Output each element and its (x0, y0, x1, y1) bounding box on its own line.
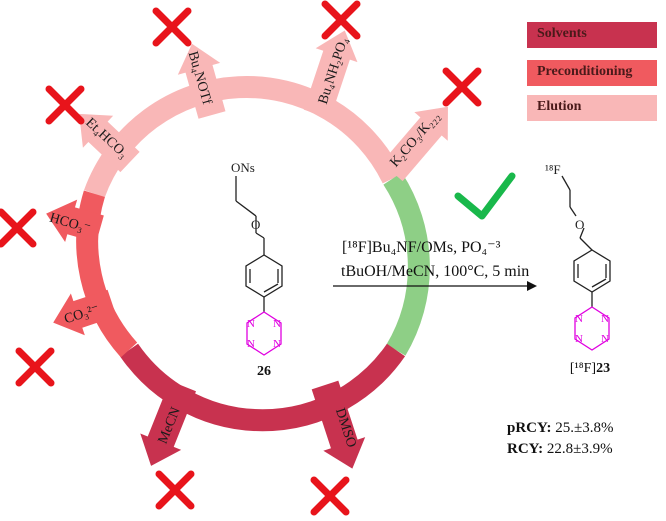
cross-icon (321, 0, 361, 40)
arrow-dmso (311, 380, 366, 469)
compound-26-oxygen: O (251, 217, 260, 232)
tetrazine-n: N (601, 313, 609, 325)
legend-preconditioning-label: Preconditioning (537, 64, 633, 79)
result-rcy-value: 22.8±3.9% (543, 441, 613, 457)
reaction-reagents: [¹⁸F]Bu₄NF/OMs, PO₄⁻³ (342, 239, 501, 256)
compound-26-tetrazine (246, 311, 282, 356)
result-prcy: pRCY: 25.±3.8% (507, 420, 613, 437)
result-prcy-label: pRCY: (507, 420, 552, 436)
cross-icon (45, 85, 85, 125)
compound-23-label: [¹⁸F]23 (570, 361, 610, 376)
compound-26-structure (235, 176, 283, 312)
result-rcy-label: RCY: (507, 441, 544, 457)
tetrazine-n: N (575, 313, 583, 325)
cross-icon (310, 476, 350, 516)
ring-segment-success (383, 172, 430, 356)
cross-icon (152, 7, 192, 47)
compound-26-label: 26 (257, 364, 271, 379)
cross-icon (0, 208, 37, 248)
compound-23-tetrazine (574, 306, 610, 351)
ring-segment-solvents (119, 343, 406, 432)
arrow-bu4notf (177, 43, 226, 119)
arrow-mecn (140, 380, 196, 466)
compound-23-label-number: 23 (596, 361, 610, 376)
legend-preconditioning: Preconditioning (527, 60, 657, 86)
legend-solvents-label: Solvents (537, 26, 587, 41)
check-icon (454, 172, 516, 220)
arrow-co3 (53, 289, 117, 336)
ring-segment-elution (84, 75, 403, 198)
reaction-arrow (333, 281, 537, 291)
compound-23-structure (561, 175, 611, 307)
compound-23-label-prefix: [¹⁸F] (570, 361, 596, 376)
cross-icon (15, 347, 55, 387)
tetrazine-n: N (247, 338, 255, 350)
compound-23-fluorine: ¹⁸F (545, 162, 561, 177)
cross-icon (442, 67, 482, 107)
compound-23-oxygen: O (575, 217, 584, 232)
tetrazine-n: N (273, 318, 281, 330)
reaction-conditions: tBuOH/MeCN, 100°C, 5 min (341, 263, 529, 280)
arrow-k2co3 (381, 106, 448, 182)
legend-solvents: Solvents (527, 22, 657, 48)
result-rcy: RCY: 22.8±3.9% (507, 441, 613, 458)
tetrazine-n: N (575, 333, 583, 345)
arrow-et4hco3 (79, 113, 140, 173)
arrow-bu4nh2po4 (303, 30, 358, 119)
arrow-hco3 (46, 199, 104, 243)
legend-elution: Elution (527, 95, 657, 121)
compound-26-leaving-group: ONs (231, 160, 255, 175)
legend-elution-label: Elution (537, 99, 582, 114)
tetrazine-n: N (247, 318, 255, 330)
tetrazine-n: N (601, 333, 609, 345)
tetrazine-n: N (273, 338, 281, 350)
cross-icon (155, 470, 195, 510)
result-prcy-value: 25.±3.8% (551, 420, 614, 436)
